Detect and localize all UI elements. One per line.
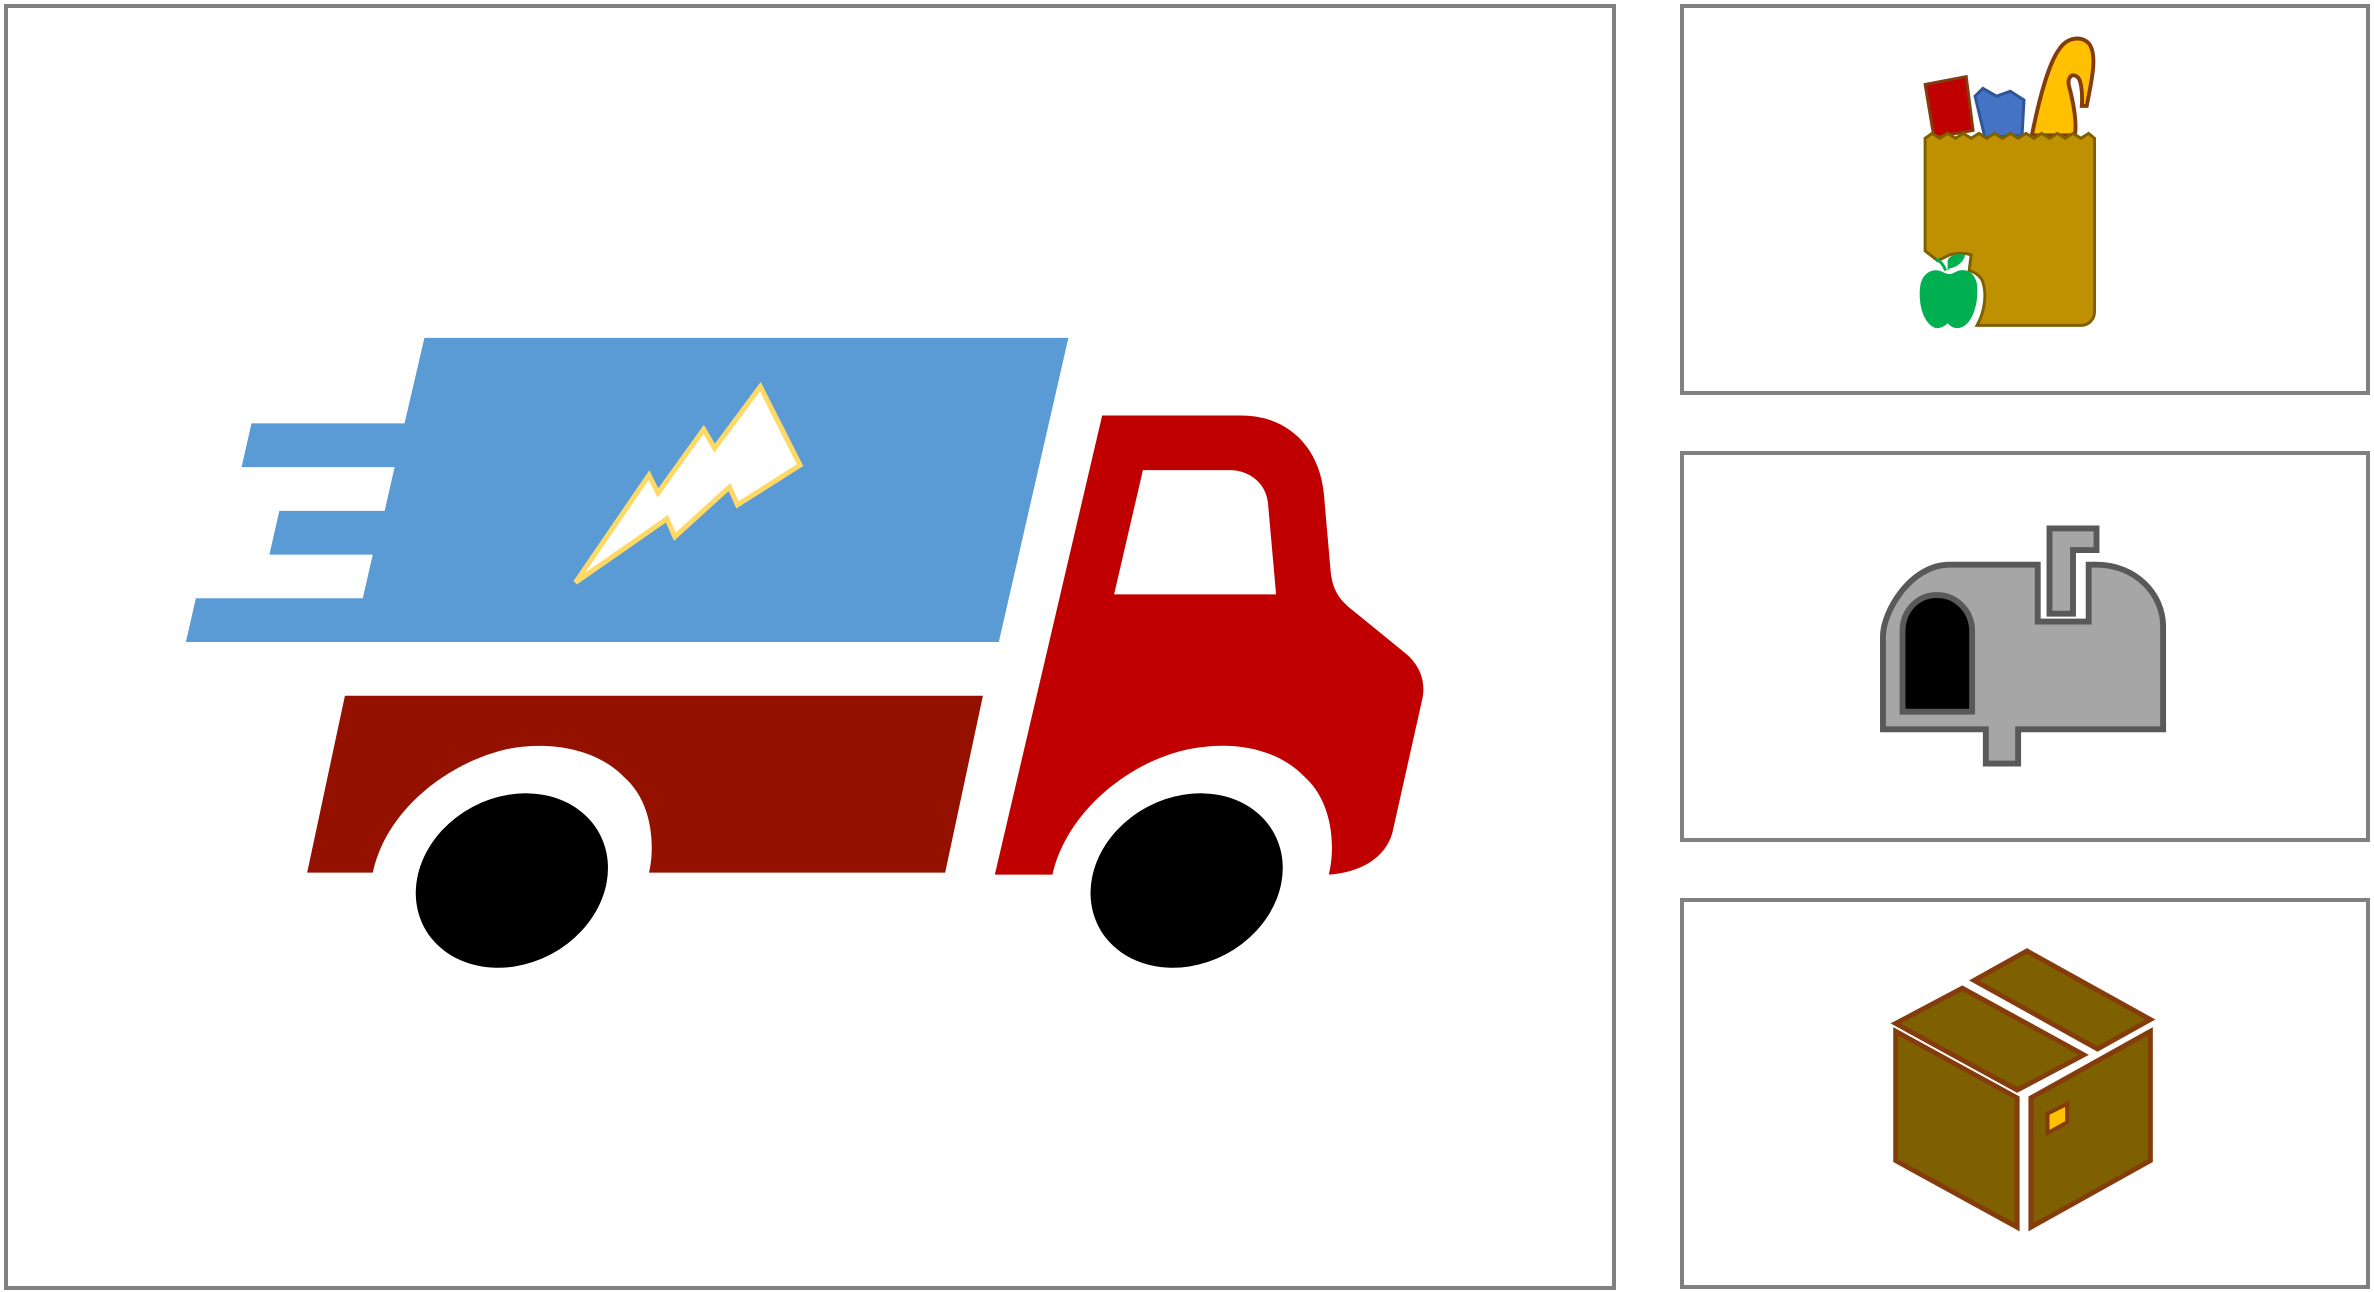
- front-wheel: [1090, 793, 1283, 968]
- grocery-bag-group: [1919, 36, 2097, 329]
- truck-cab: [994, 415, 1424, 875]
- truck-icon: [185, 337, 1424, 968]
- truck-cargo-bottom: [307, 695, 983, 873]
- truck-window: [1114, 470, 1277, 595]
- bottle-icon: [1973, 86, 2026, 139]
- lightning-bolt-icon: [573, 381, 804, 585]
- box-top-flap-left: [1890, 985, 2089, 1093]
- mailbox-opening: [1899, 592, 1976, 715]
- mailbox-icon: [1880, 525, 2167, 767]
- cardboard-box-icon: [1890, 948, 2156, 1232]
- mailbox-flag-icon: [2046, 525, 2100, 617]
- truck-panel: [4, 4, 1616, 1290]
- juice-box-icon: [1923, 74, 1975, 140]
- box-top-flap-right: [1969, 948, 2156, 1052]
- grocery-bag-icon: [1923, 131, 2097, 327]
- box-left-face: [1893, 1027, 2020, 1232]
- box-right-face: [2028, 1027, 2153, 1232]
- apple-leaf: [1947, 254, 1966, 271]
- bread-icon: [2029, 36, 2096, 138]
- apple-stem: [1935, 257, 1948, 272]
- grocery-panel: [1680, 4, 2370, 395]
- truck-cargo-top: [185, 337, 1069, 643]
- mailbox-panel: [1680, 451, 2370, 842]
- rear-wheel: [415, 793, 608, 968]
- box-label-icon: [2045, 1100, 2070, 1137]
- apple-icon: [1919, 270, 1978, 329]
- package-panel: [1680, 898, 2370, 1289]
